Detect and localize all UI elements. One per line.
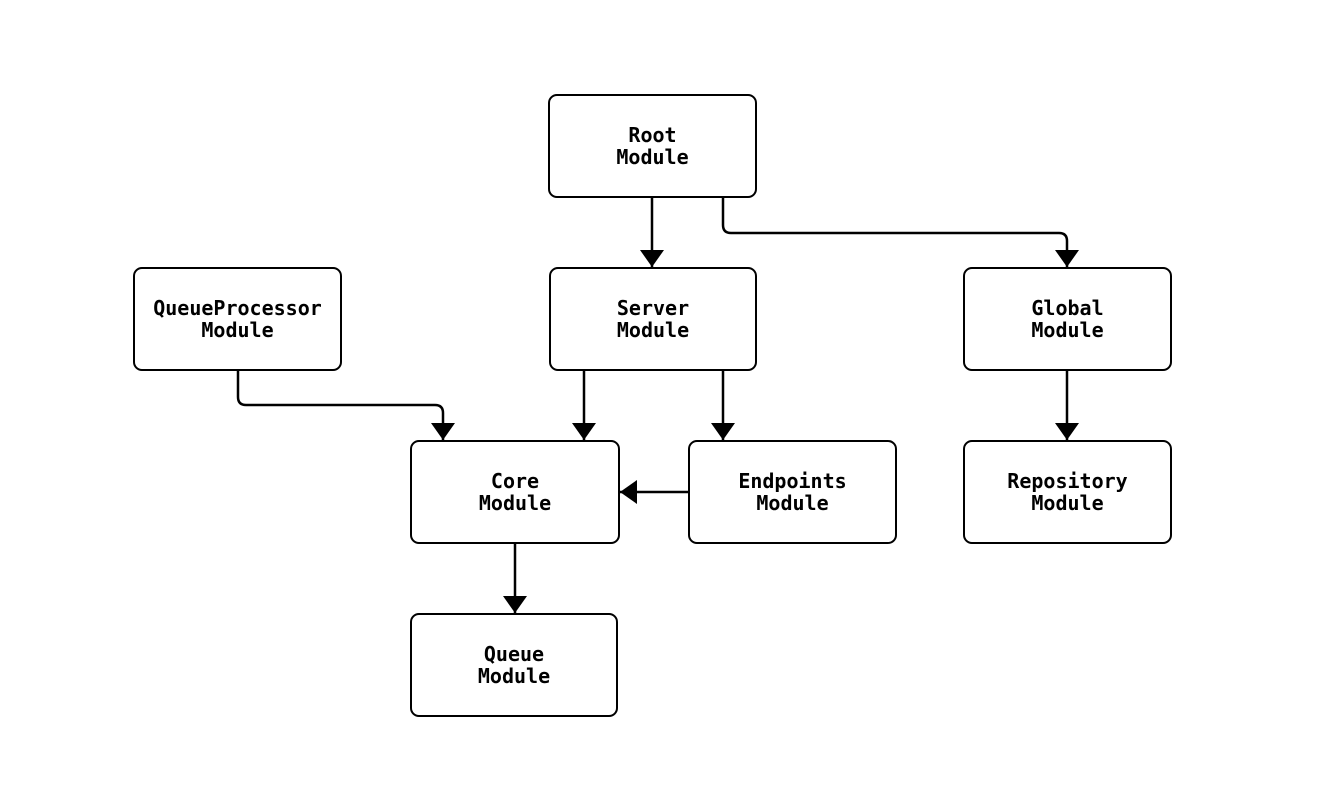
node-label-line: QueueProcessor	[153, 296, 322, 320]
edge-root-to-global	[721, 198, 1079, 267]
node-label-line: Core	[490, 469, 540, 493]
node-label-line: Global	[1031, 296, 1104, 320]
node-label-line: Module	[616, 318, 690, 342]
edge-queueprocessor-to-core	[236, 371, 455, 440]
node-label-line: Module	[478, 491, 552, 515]
node-label-line: Module	[756, 491, 829, 515]
node-label-line: Repository	[1007, 469, 1128, 493]
node-label-line: Root	[628, 123, 677, 147]
node-label-line: Module	[1031, 491, 1104, 515]
node-label-line: Queue	[483, 642, 545, 666]
node-label-line: Endpoints	[738, 469, 847, 493]
node-label-line: Module	[477, 664, 551, 688]
node-label-line: Module	[616, 145, 689, 169]
node-label-line: Module	[1031, 318, 1104, 342]
node-label-line: Server	[616, 296, 690, 320]
node-label-line: Module	[201, 318, 274, 342]
edges-group	[236, 198, 1079, 613]
